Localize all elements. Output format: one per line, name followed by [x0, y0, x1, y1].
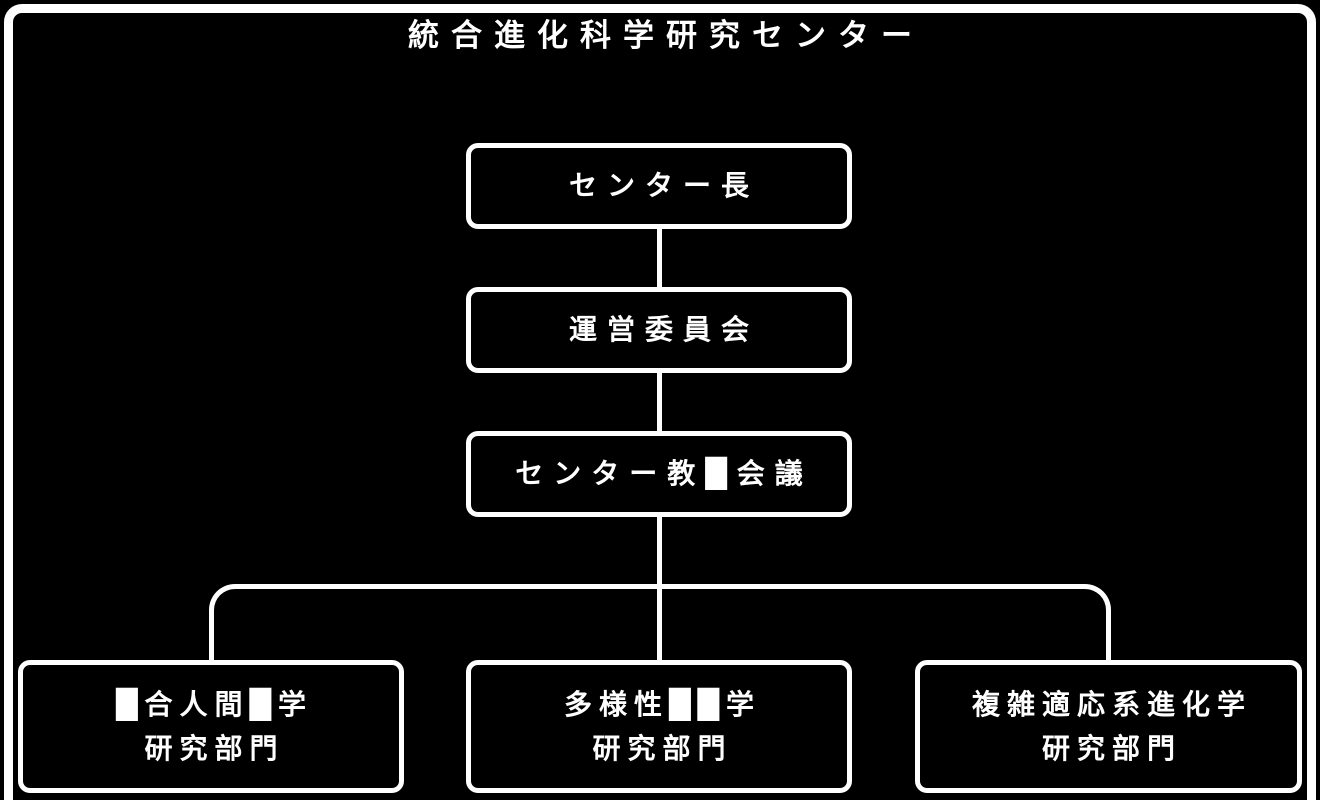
node-center-director: センター長: [466, 143, 852, 229]
node-dept-diversity-science: 多様性██学 研究部門: [466, 660, 852, 793]
connector-director-to-committee: [657, 229, 662, 287]
dept-1-line1: █合人間█学: [115, 687, 314, 721]
dept-1-line2: 研究部門: [144, 731, 285, 765]
dept-3-line2: 研究部門: [1041, 731, 1182, 765]
connector-committee-to-faculty-meeting: [657, 373, 662, 431]
node-dept-complex-adaptive-systems-evolution: 複雑適応系進化学 研究部門: [915, 660, 1302, 793]
node-steering-committee: 運営委員会: [466, 287, 852, 373]
diagram-frame: [4, 4, 1316, 800]
dept-3-line1: 複雑適応系進化学: [971, 687, 1252, 721]
node-steering-committee-label: 運営委員会: [568, 313, 759, 346]
node-center-faculty-meeting: センター教█会議: [466, 431, 852, 517]
dept-2-line2: 研究部門: [592, 731, 733, 765]
diagram-title: 統合進化科学研究センター: [408, 18, 924, 54]
node-dept-integrated-human-science: █合人間█学 研究部門: [18, 660, 404, 793]
node-center-director-label: センター長: [568, 169, 759, 202]
node-center-faculty-meeting-label: センター教█会議: [515, 457, 813, 490]
dept-2-line1: 多様性██学: [563, 687, 762, 721]
branch-bracket: [209, 584, 1111, 660]
